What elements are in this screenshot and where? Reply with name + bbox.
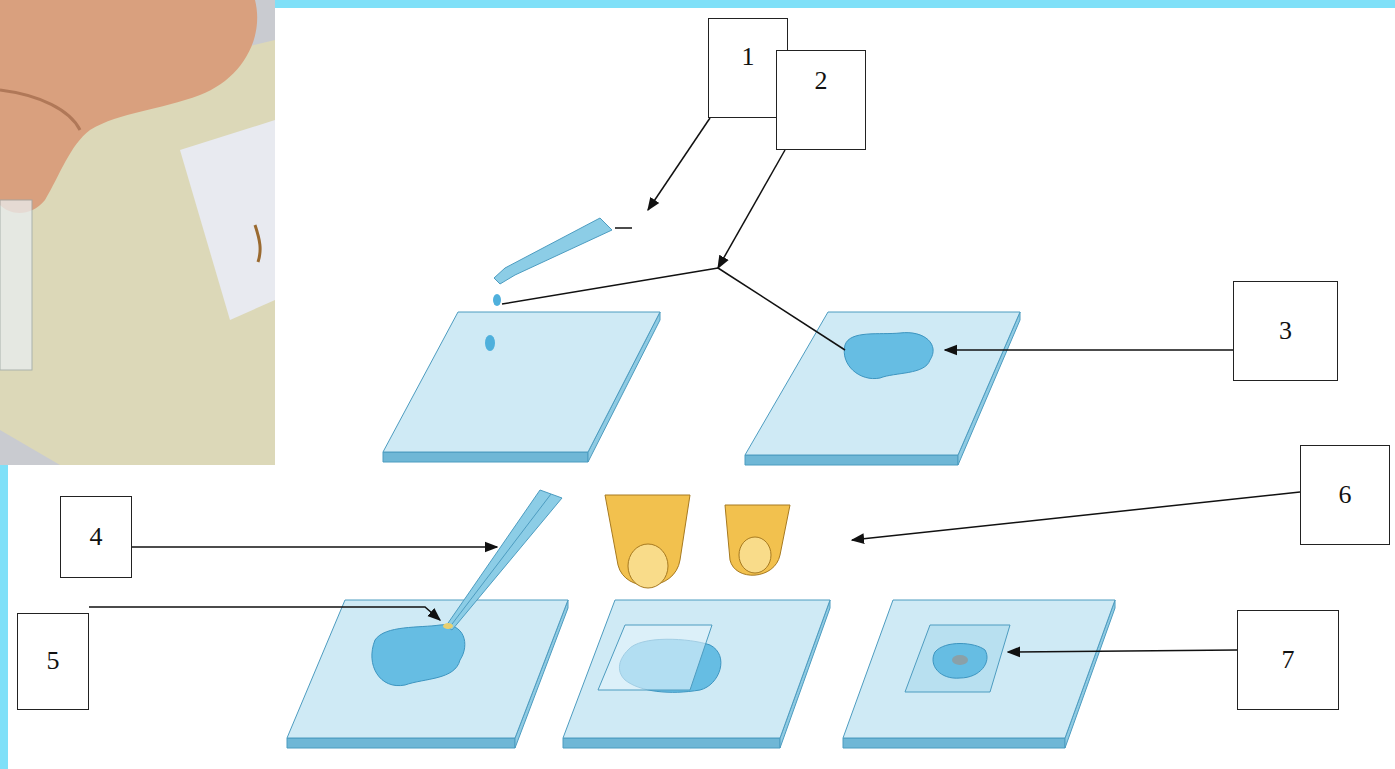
slide-top — [745, 312, 1020, 455]
callout-number: 5 — [47, 647, 60, 676]
slide-edge — [287, 738, 515, 748]
slide-edge — [843, 738, 1065, 748]
leader-line — [718, 150, 785, 268]
leader-line — [132, 546, 497, 548]
slide-top — [383, 312, 660, 452]
callout-number: 4 — [90, 523, 103, 552]
specimen — [443, 623, 453, 629]
photo-hand — [0, 0, 257, 213]
glass-slide — [563, 495, 830, 748]
leader-line — [502, 268, 718, 304]
photo-hand-fold — [0, 90, 80, 130]
photo-slide — [0, 200, 32, 370]
leader-line — [945, 349, 1233, 351]
leader-lines — [89, 118, 1300, 652]
callout-number: 7 — [1282, 646, 1295, 675]
frame-strip — [275, 0, 1395, 8]
water-drop — [485, 335, 495, 351]
finger-nail — [739, 537, 771, 573]
slide-edge — [383, 452, 588, 462]
slide-top — [843, 600, 1115, 738]
photo-stain — [255, 225, 260, 262]
slide-top — [563, 600, 830, 738]
frame-strip — [0, 465, 8, 769]
slide-edge — [745, 455, 958, 465]
finger-nail — [628, 544, 668, 588]
callout-box: 3 — [1233, 281, 1338, 381]
forceps — [446, 490, 562, 630]
slide-edge — [563, 738, 780, 748]
callout-box: 4 — [60, 496, 132, 578]
callout-box: 5 — [17, 613, 89, 710]
leader-line — [615, 227, 632, 229]
glass-slide — [383, 312, 660, 462]
water-drop — [493, 294, 501, 306]
forceps-split — [449, 494, 551, 628]
water-drop-spread — [933, 644, 987, 679]
leader-line — [718, 268, 845, 350]
water-drop-spread — [844, 333, 933, 379]
glass-slide — [843, 600, 1115, 748]
leader-line — [89, 607, 440, 620]
photo-background — [0, 0, 275, 465]
callout-number: 1 — [742, 43, 755, 72]
photo-glove — [180, 120, 275, 320]
callout-box: 7 — [1237, 610, 1339, 710]
specimen — [952, 655, 968, 665]
callout-box: 2 — [776, 50, 866, 150]
cover-slip — [905, 625, 1010, 692]
leader-line — [852, 492, 1300, 540]
cover-slip — [598, 625, 712, 690]
water-drop-spread — [372, 625, 465, 686]
callout-number: 2 — [815, 67, 828, 96]
finger — [725, 505, 790, 575]
callout-number: 3 — [1279, 317, 1292, 346]
pipette — [494, 218, 612, 284]
callout-number: 6 — [1339, 481, 1352, 510]
glass-slide — [745, 312, 1020, 465]
leader-line — [1008, 650, 1237, 652]
callout-box: 6 — [1300, 445, 1390, 545]
photo — [0, 0, 275, 465]
slide-top — [287, 600, 568, 738]
glass-slide — [287, 490, 568, 748]
leader-line — [648, 118, 710, 210]
